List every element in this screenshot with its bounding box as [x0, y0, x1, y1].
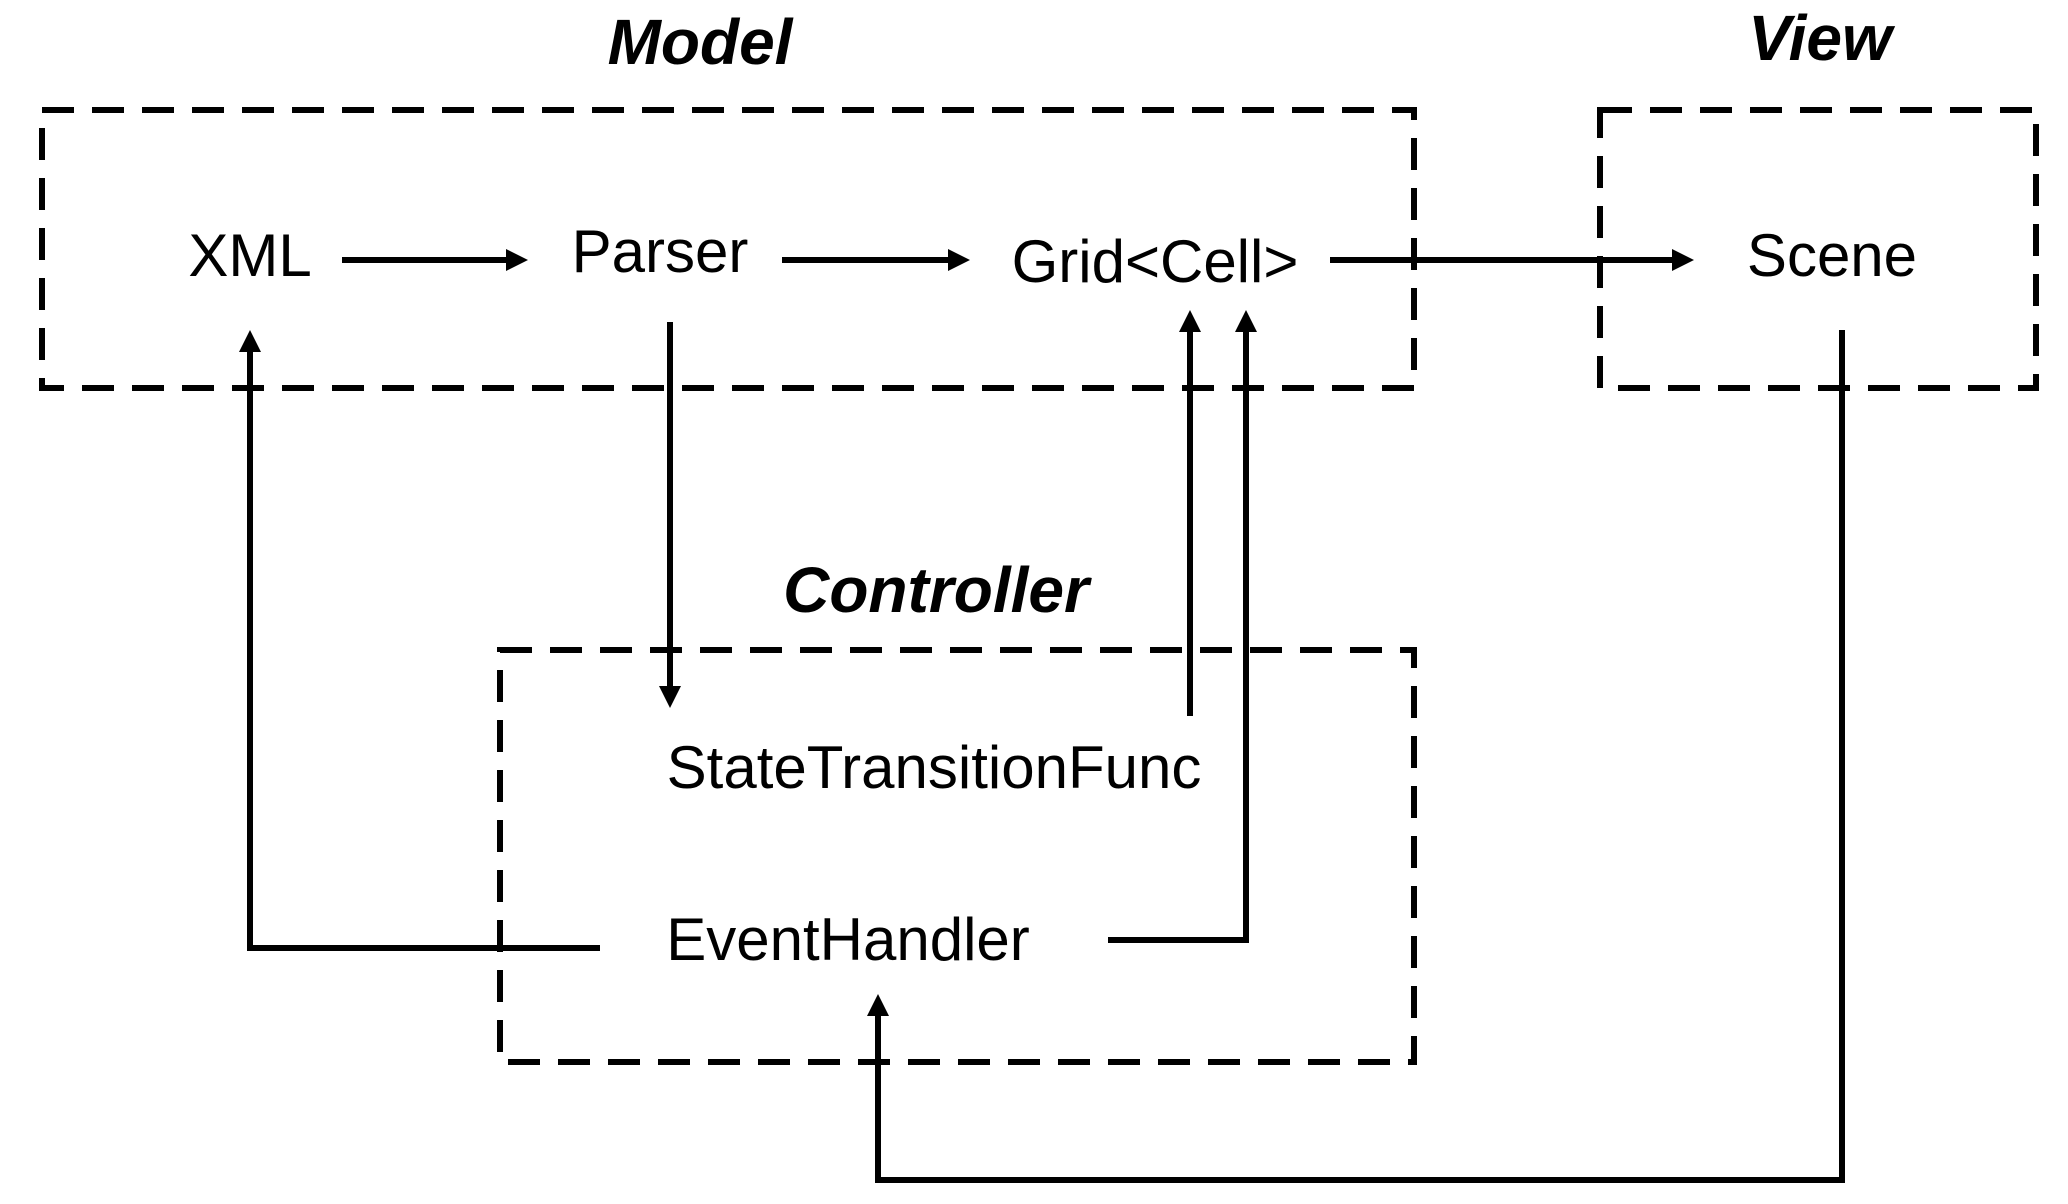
view-group-box	[1597, 107, 2039, 391]
controller-group-title: Controller	[783, 554, 1092, 626]
edge-grid-to-scene	[1330, 249, 1694, 271]
edge-scene-to-event-handler	[867, 330, 1845, 1183]
node-xml: XML	[188, 222, 311, 289]
edge-parser-to-state-transition	[659, 322, 681, 708]
edge-event-handler-to-xml	[239, 330, 600, 951]
node-grid: Grid<Cell>	[1012, 228, 1299, 295]
edge-event-handler-to-grid	[1108, 310, 1257, 943]
node-event-handler: EventHandler	[666, 906, 1030, 973]
node-state-transition-func: StateTransitionFunc	[667, 734, 1202, 801]
edge-xml-to-parser	[342, 249, 528, 271]
edge-state-transition-to-grid	[1179, 310, 1201, 716]
controller-group-box	[497, 647, 1417, 1065]
model-group-box	[39, 107, 1417, 391]
edge-parser-to-grid	[782, 249, 970, 271]
model-group-title: Model	[608, 6, 794, 78]
view-group-title: View	[1748, 2, 1896, 74]
node-scene: Scene	[1747, 222, 1917, 289]
node-parser: Parser	[572, 218, 749, 285]
